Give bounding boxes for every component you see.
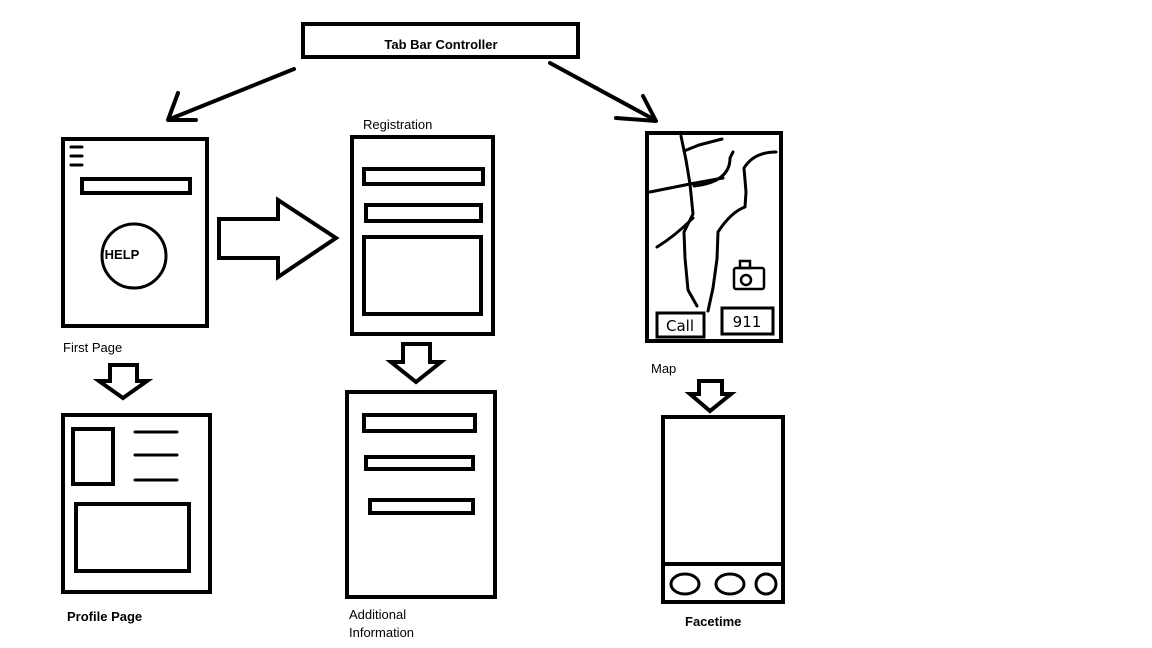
map-roads (648, 134, 778, 313)
additional-information-label-line1: Additional (349, 607, 406, 622)
first-page-label: First Page (63, 340, 122, 355)
facetime-control-button-3 (754, 572, 778, 596)
map-call-label: Call (666, 317, 694, 335)
help-button-label: HELP (105, 247, 140, 262)
camera-icon (732, 259, 766, 291)
profile-info-lines (133, 430, 179, 482)
map-911-button (720, 306, 775, 336)
map-label: Map (651, 361, 676, 376)
additional-field-1 (362, 413, 477, 433)
profile-photo-placeholder (71, 427, 115, 486)
arrow-first-to-profile (92, 363, 154, 401)
profile-details-box (74, 502, 191, 573)
facetime-control-button-1 (669, 572, 701, 596)
facetime-label: Facetime (685, 614, 741, 629)
registration-label: Registration (363, 117, 432, 132)
map-911-label: 911 (733, 313, 762, 331)
registration-field-1 (362, 167, 485, 186)
profile-page-label: Profile Page (67, 609, 142, 624)
first-page-input-bar (80, 177, 192, 195)
additional-information-label-line2: Information (349, 625, 414, 640)
registration-text-area (362, 235, 483, 316)
arrow-map-to-facetime (684, 379, 737, 414)
facetime-screen (661, 415, 785, 604)
arrow-first-to-registration (217, 196, 340, 281)
tab-bar-controller-node: Tab Bar Controller (301, 22, 580, 59)
first-page-screen: HELP (61, 137, 209, 328)
hamburger-menu-icon (69, 145, 84, 167)
arrow-to-map (548, 61, 658, 123)
arrow-registration-to-additional (385, 342, 447, 385)
help-button (100, 222, 168, 290)
additional-field-2 (364, 455, 475, 471)
tab-bar-controller-label: Tab Bar Controller (384, 37, 497, 52)
map-call-button (655, 311, 706, 339)
facetime-control-button-2 (714, 572, 746, 596)
additional-field-3 (368, 498, 475, 515)
additional-information-screen (345, 390, 497, 599)
registration-screen (350, 135, 495, 336)
tab-bar-controller-box (301, 22, 580, 59)
facetime-frame (661, 415, 785, 604)
arrow-to-first-page (166, 67, 296, 122)
map-screen: Call 911 (645, 131, 783, 343)
profile-page-screen (61, 413, 212, 594)
registration-field-2 (364, 203, 483, 223)
